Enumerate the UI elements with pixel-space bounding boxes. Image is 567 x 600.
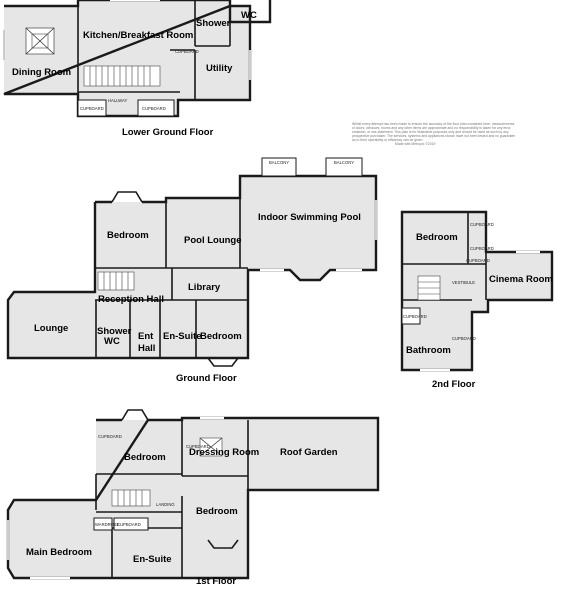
room-shower: Shower: [196, 18, 231, 29]
caption-first: 1st Floor: [196, 576, 236, 587]
room-bedroom: Bedroom: [124, 452, 166, 463]
label-balcony: BALCONY: [334, 160, 354, 165]
room-main-bedroom: Main Bedroom: [26, 547, 92, 558]
room-wc: WC: [104, 336, 120, 347]
room-kitchen: Kitchen/Breakfast Room: [83, 30, 193, 41]
room-library: Library: [188, 282, 221, 293]
label-cupboard: CUPBOARD: [142, 106, 166, 111]
first-floor: Bedroom Dressing Room Roof Garden LANDIN…: [6, 409, 380, 587]
stairs: [83, 65, 161, 87]
label-cupboard: CUPBOARD: [452, 336, 476, 341]
stairs: [97, 271, 135, 291]
label-cupboard: CUPBOARD: [80, 106, 104, 111]
room-bedroom-2: Bedroom: [196, 506, 238, 517]
roof-lantern-icon: [25, 27, 55, 55]
room-shower: Shower: [97, 326, 132, 337]
disclaimer-line: of doors, windows, rooms and any other i…: [352, 126, 511, 130]
room-reception-hall: Reception Hall: [98, 294, 164, 305]
label-cupboard: CUPBOARD: [98, 434, 122, 439]
balcony: [261, 157, 297, 177]
room-lounge: Lounge: [34, 323, 68, 334]
disclaimer-line: omission, or mis-statement. This plan is…: [352, 130, 509, 134]
label-vestibule: VESTIBULE: [452, 280, 475, 285]
room-ensuite: En-Suite: [163, 331, 202, 342]
label-balcony: BALCONY: [269, 160, 289, 165]
second-floor: Bedroom Cinema Room Bathroom VESTIBULE C…: [400, 210, 554, 390]
roof-lantern-icon: [199, 437, 223, 457]
room-bathroom: Bathroom: [406, 345, 451, 356]
cupboard: [77, 99, 107, 117]
stairs: [417, 275, 441, 301]
room-dining: Dining Room: [12, 67, 71, 78]
cupboard: [113, 517, 149, 531]
room-pool-lounge: Pool Lounge: [184, 235, 242, 246]
label-cupboard: CUPBOARD: [470, 246, 494, 251]
label-cupboard: CUPBOARD: [466, 258, 490, 263]
room-utility: Utility: [206, 63, 233, 74]
disclaimer-line: prospective purchaser. The services, sys…: [352, 134, 515, 138]
wardrobe: [93, 517, 113, 531]
caption-second: 2nd Floor: [432, 379, 476, 390]
label-cupboard: CUPBOARD: [470, 222, 494, 227]
room-bedroom: Bedroom: [107, 230, 149, 241]
caption-ground: Ground Floor: [176, 373, 237, 384]
label-cupboard: CUPBOARD: [175, 49, 199, 54]
room-bedroom: Bedroom: [416, 232, 458, 243]
room-wc: WC: [241, 10, 257, 21]
disclaimer-line: Whilst every attempt has been made to en…: [352, 122, 515, 126]
room-dressing: Dressing Room: [189, 447, 259, 458]
label-wardrobe: WARDROBE: [95, 522, 120, 527]
room-ensuite: En-Suite: [133, 554, 172, 565]
disclaimer: Whilst every attempt has been made to en…: [352, 122, 515, 146]
label-cupboard: CUPBOARD: [186, 444, 210, 449]
room-hall: Hall: [138, 343, 155, 354]
balcony: [325, 157, 363, 177]
room-roof-garden: Roof Garden: [280, 447, 338, 458]
label-cupboard: CUPBOARD: [403, 314, 427, 319]
lower-ground-floor: Dining Room Kitchen/Breakfast Room Showe…: [2, 0, 272, 138]
ground-floor: BALCONY BALCONY Bedroom Pool Lounge Indo…: [6, 157, 378, 384]
label-hallway: HALLWAY: [108, 98, 127, 103]
room-bedroom-2: Bedroom: [200, 331, 242, 342]
label-landing: LANDING: [156, 502, 175, 507]
cupboard: [137, 99, 175, 117]
disclaimer-line: Made with Metropix ©2019: [395, 142, 435, 146]
label-cupboard: CUPBOARD: [117, 522, 141, 527]
room-ent: Ent: [138, 331, 154, 342]
room-swimming-pool: Indoor Swimming Pool: [258, 212, 361, 223]
stairs: [111, 489, 151, 507]
cupboard: [401, 307, 421, 325]
caption-lower-ground: Lower Ground Floor: [122, 127, 214, 138]
room-cinema: Cinema Room: [489, 274, 553, 285]
disclaimer-line: as to their operability or efficiency ca…: [352, 138, 423, 142]
